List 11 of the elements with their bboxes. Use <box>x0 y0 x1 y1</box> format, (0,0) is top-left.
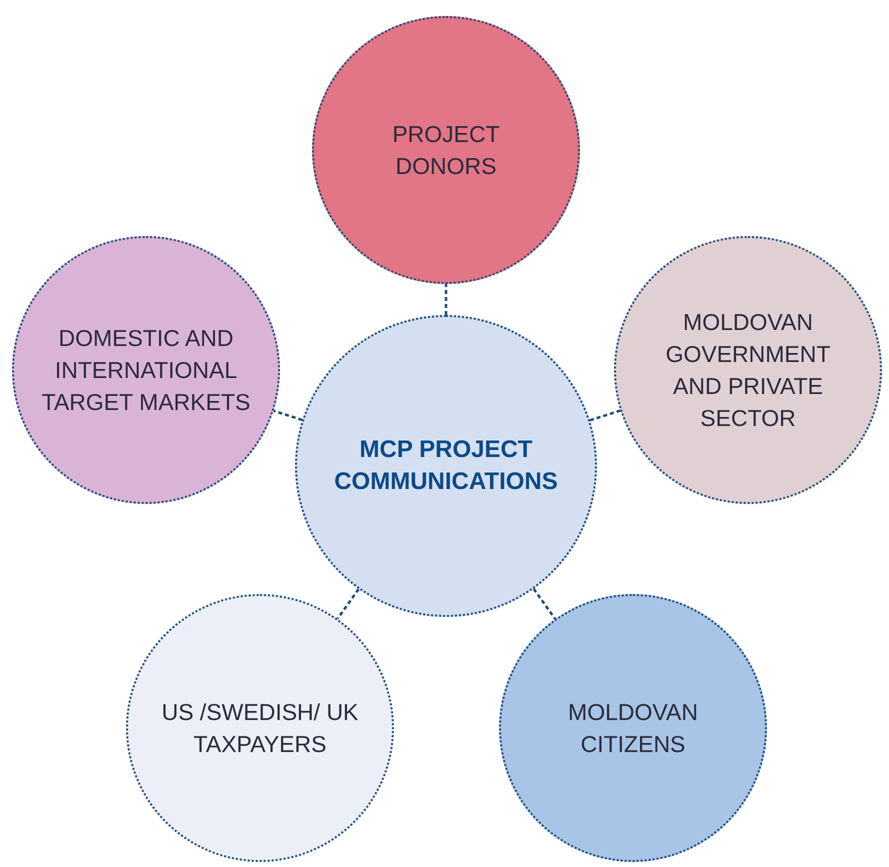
connector-line <box>336 588 360 620</box>
node-label: PROJECT DONORS <box>391 120 501 181</box>
node-label: MCP PROJECT COMMUNICATIONS <box>333 435 559 497</box>
connector-line <box>532 588 556 620</box>
connector-line <box>444 284 448 315</box>
node-label: MOLDOVAN CITIZENS <box>567 698 699 759</box>
connector-line <box>273 410 303 422</box>
node-label: US /SWEDISH/ UK TAXPAYERS <box>160 698 360 759</box>
connector-line <box>590 409 621 422</box>
node-label: DOMESTIC AND INTERNATIONAL TARGET MARKETS <box>40 324 252 417</box>
node-label: MOLDOVAN GOVERNMENT AND PRIVATE SECTOR <box>664 308 832 433</box>
